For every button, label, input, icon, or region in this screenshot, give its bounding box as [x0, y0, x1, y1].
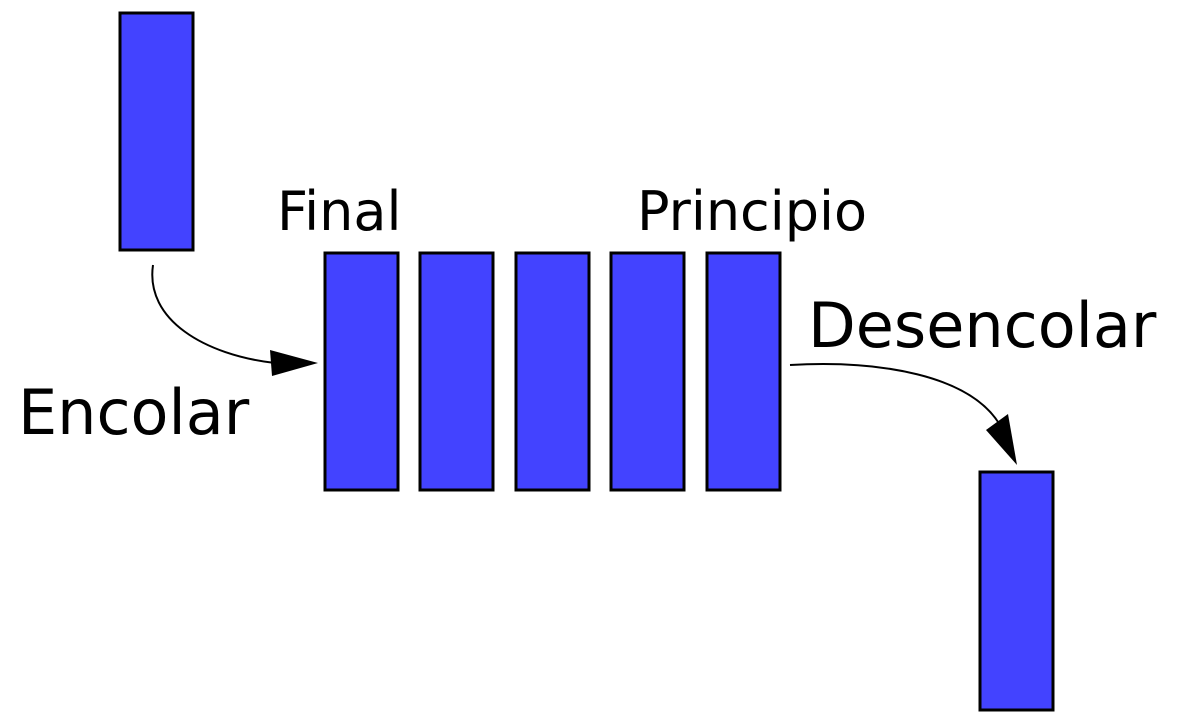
queue-element-rear	[323, 251, 400, 492]
dequeue-label: Desencolar	[808, 289, 1157, 362]
queue-element	[609, 251, 686, 492]
dequeue-arrow	[789, 363, 1017, 465]
rear-label: Final	[277, 180, 401, 243]
front-label: Principio	[637, 180, 867, 243]
queue-element	[514, 251, 591, 492]
queue-element	[418, 251, 495, 492]
queue	[323, 251, 782, 492]
queue-element-front	[705, 251, 782, 492]
incoming-element	[118, 11, 195, 252]
enqueue-label: Encolar	[18, 376, 250, 449]
outgoing-element	[978, 470, 1055, 712]
enqueue-arrow	[151, 264, 318, 376]
